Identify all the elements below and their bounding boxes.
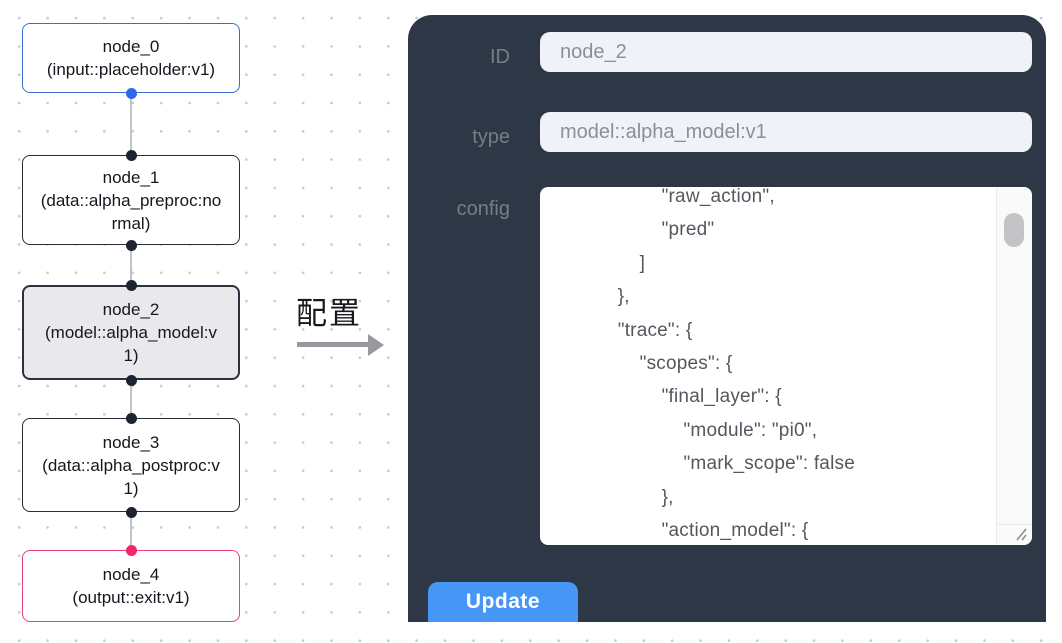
node_3-output-port[interactable] [125,506,137,518]
scrollbar-thumb[interactable] [1004,213,1024,247]
node_0-output-port[interactable] [125,87,137,99]
node-id: node_1 [102,167,160,187]
config-json-text[interactable]: "raw_action", "pred" ] }, "trace": { "sc… [617,187,855,542]
arrow-right-head-icon [368,333,384,356]
config-field-label: config [456,198,510,220]
config-textarea[interactable]: "raw_action", "pred" ] }, "trace": { "sc… [540,187,1032,545]
id-field-label: ID [490,46,510,68]
arrow-right-icon [297,342,371,347]
node-type-label: (input::placeholder:v1) [46,60,216,79]
node-id: node_0 [102,37,160,56]
node-type-label: (output::exit:v1) [72,588,190,607]
node_1-input-port[interactable] [125,149,137,161]
update-button[interactable]: Update [428,582,578,622]
node-node_2-selected[interactable]: node_2 (model::alpha_model:v1) [22,285,240,380]
config-annotation-label: 配置 [296,296,362,331]
type-field-label: type [472,126,510,148]
node-node_1[interactable]: node_1 (data::alpha_preproc:normal) [22,155,240,245]
node_4-input-port[interactable] [125,544,137,556]
node_2-output-port[interactable] [125,374,137,386]
node-type-label: (data::alpha_preproc:normal) [40,190,222,233]
resize-handle-icon [1016,528,1027,541]
id-input[interactable] [540,32,1032,72]
node-type-label: (model::alpha_model:v1) [45,323,217,365]
node-id: node_4 [102,565,160,584]
node_3-input-port[interactable] [125,412,137,424]
node_1-output-port[interactable] [125,239,137,251]
node-node_3[interactable]: node_3 (data::alpha_postproc:v1) [22,418,240,512]
node-node_4[interactable]: node_4 (output::exit:v1) [22,550,240,622]
node-type-label: (data::alpha_postproc:v1) [42,455,220,498]
node_2-input-port[interactable] [125,279,137,291]
node-id: node_2 [102,300,160,319]
node-id: node_3 [102,432,160,452]
node-node_0[interactable]: node_0 (input::placeholder:v1) [22,23,240,93]
config-annotation: 配置 [296,294,396,364]
config-panel: ID type config "raw_action", "pred" ] },… [408,15,1046,622]
scrollbar-track[interactable] [996,187,1032,545]
resize-handle[interactable] [996,524,1032,545]
type-input[interactable] [540,112,1032,152]
